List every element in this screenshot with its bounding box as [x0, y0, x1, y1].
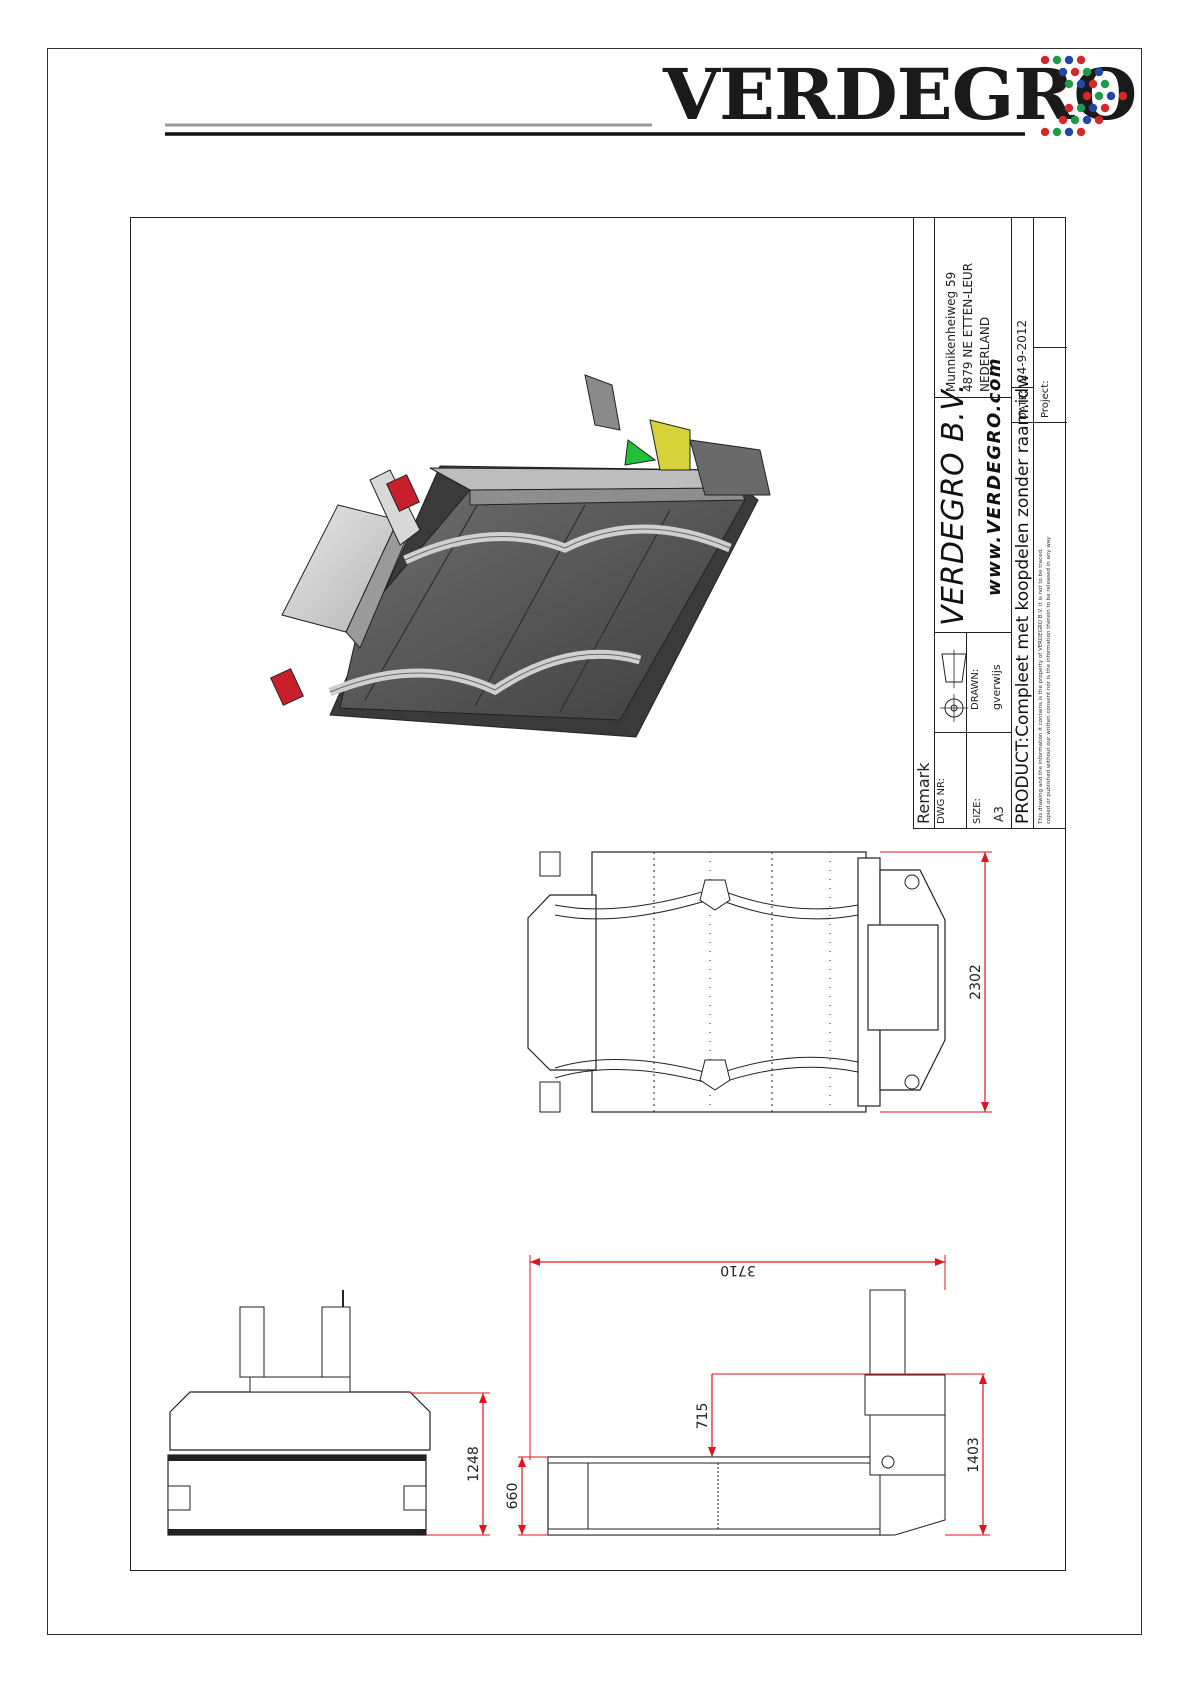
company-name: VERDEGRO B.V.: [936, 383, 971, 626]
address-line-2: 4879 NE ETTEN-LEUR: [961, 262, 975, 392]
project-label: Project:: [1040, 380, 1051, 418]
remark-label: Remark: [914, 762, 933, 824]
logo-dot: [1076, 79, 1086, 89]
header: VERDEGRO: [0, 0, 1192, 160]
logo-dot: [1040, 55, 1050, 65]
logo-dot: [1076, 55, 1086, 65]
logo-dot: [1118, 91, 1128, 101]
logo-dot: [1088, 79, 1098, 89]
logo-dot: [1082, 67, 1092, 77]
logo-dot: [1100, 79, 1110, 89]
tb-drawn-divider: [966, 633, 967, 733]
logo-dot: [1052, 127, 1062, 137]
logo-dot: [1040, 127, 1050, 137]
tb-divider-2: [1011, 218, 1012, 828]
logo-dot: [1076, 127, 1086, 137]
company-logo-text: VERDEGRO: [663, 53, 1137, 136]
address-line-1: Munnikenheiweg 59: [944, 271, 958, 392]
tb-vdiv-7: [1033, 347, 1067, 348]
tb-vdiv-3: [934, 397, 1011, 398]
logo-dot: [1082, 115, 1092, 125]
logo-dot: [1064, 127, 1074, 137]
date-label: DATE:: [1018, 390, 1029, 420]
tb-size-divider: [966, 733, 967, 828]
logo-dot: [1088, 103, 1098, 113]
legal-line-1: This drawing and the information it cont…: [1038, 548, 1044, 824]
tb-vdiv-4: [1011, 422, 1033, 423]
tb-vdiv-2: [934, 632, 1011, 633]
size-label: SIZE:: [972, 798, 983, 824]
logo-dot: [1064, 103, 1074, 113]
drawn-label: DRAWN:: [970, 668, 981, 710]
logo-dot: [1106, 91, 1116, 101]
logo-dot: [1082, 91, 1092, 101]
logo-dot: [1094, 115, 1104, 125]
tb-divider-1: [934, 218, 935, 828]
date-value: 24-9-2012: [1015, 319, 1029, 382]
logo-dot: [1064, 55, 1074, 65]
logo-dot: [1052, 55, 1062, 65]
company-website: www.VERDEGRO.com: [984, 356, 1005, 596]
tb-divider-3: [1033, 218, 1034, 828]
projection-symbol-icon: [940, 650, 968, 722]
address-line-3: NEDERLAND: [978, 316, 992, 392]
tb-vdiv-1: [934, 732, 1011, 733]
logo-dot: [1070, 115, 1080, 125]
logo-dot: [1076, 103, 1086, 113]
drawing-frame: [130, 217, 1066, 1571]
tb-vdiv-5: [1011, 387, 1033, 388]
logo-dot: [1058, 115, 1068, 125]
logo-dot: [1094, 67, 1104, 77]
logo-dot: [1064, 79, 1074, 89]
title-block: Remark DWG NR: SIZE: A3 DRAWN: gverwijs …: [913, 217, 1067, 829]
logo-dot: [1100, 103, 1110, 113]
drawn-value: gverwijs: [990, 664, 1003, 710]
logo-dots-icon: [1040, 55, 1128, 137]
title-block-rotated: Remark DWG NR: SIZE: A3 DRAWN: gverwijs …: [913, 217, 1067, 829]
size-value: A3: [992, 806, 1006, 822]
dwg-nr-label: DWG NR:: [936, 777, 947, 824]
logo-dot: [1070, 67, 1080, 77]
logo-dot: [1094, 91, 1104, 101]
product-text: PRODUCT:Compleet met koopdelen zonder ra…: [1013, 374, 1033, 824]
tb-vdiv-6: [1033, 422, 1067, 423]
page-border: [47, 48, 1142, 1635]
header-rules: [165, 123, 1025, 136]
legal-line-2: copied or published without our written …: [1046, 536, 1052, 824]
logo-dot: [1058, 67, 1068, 77]
